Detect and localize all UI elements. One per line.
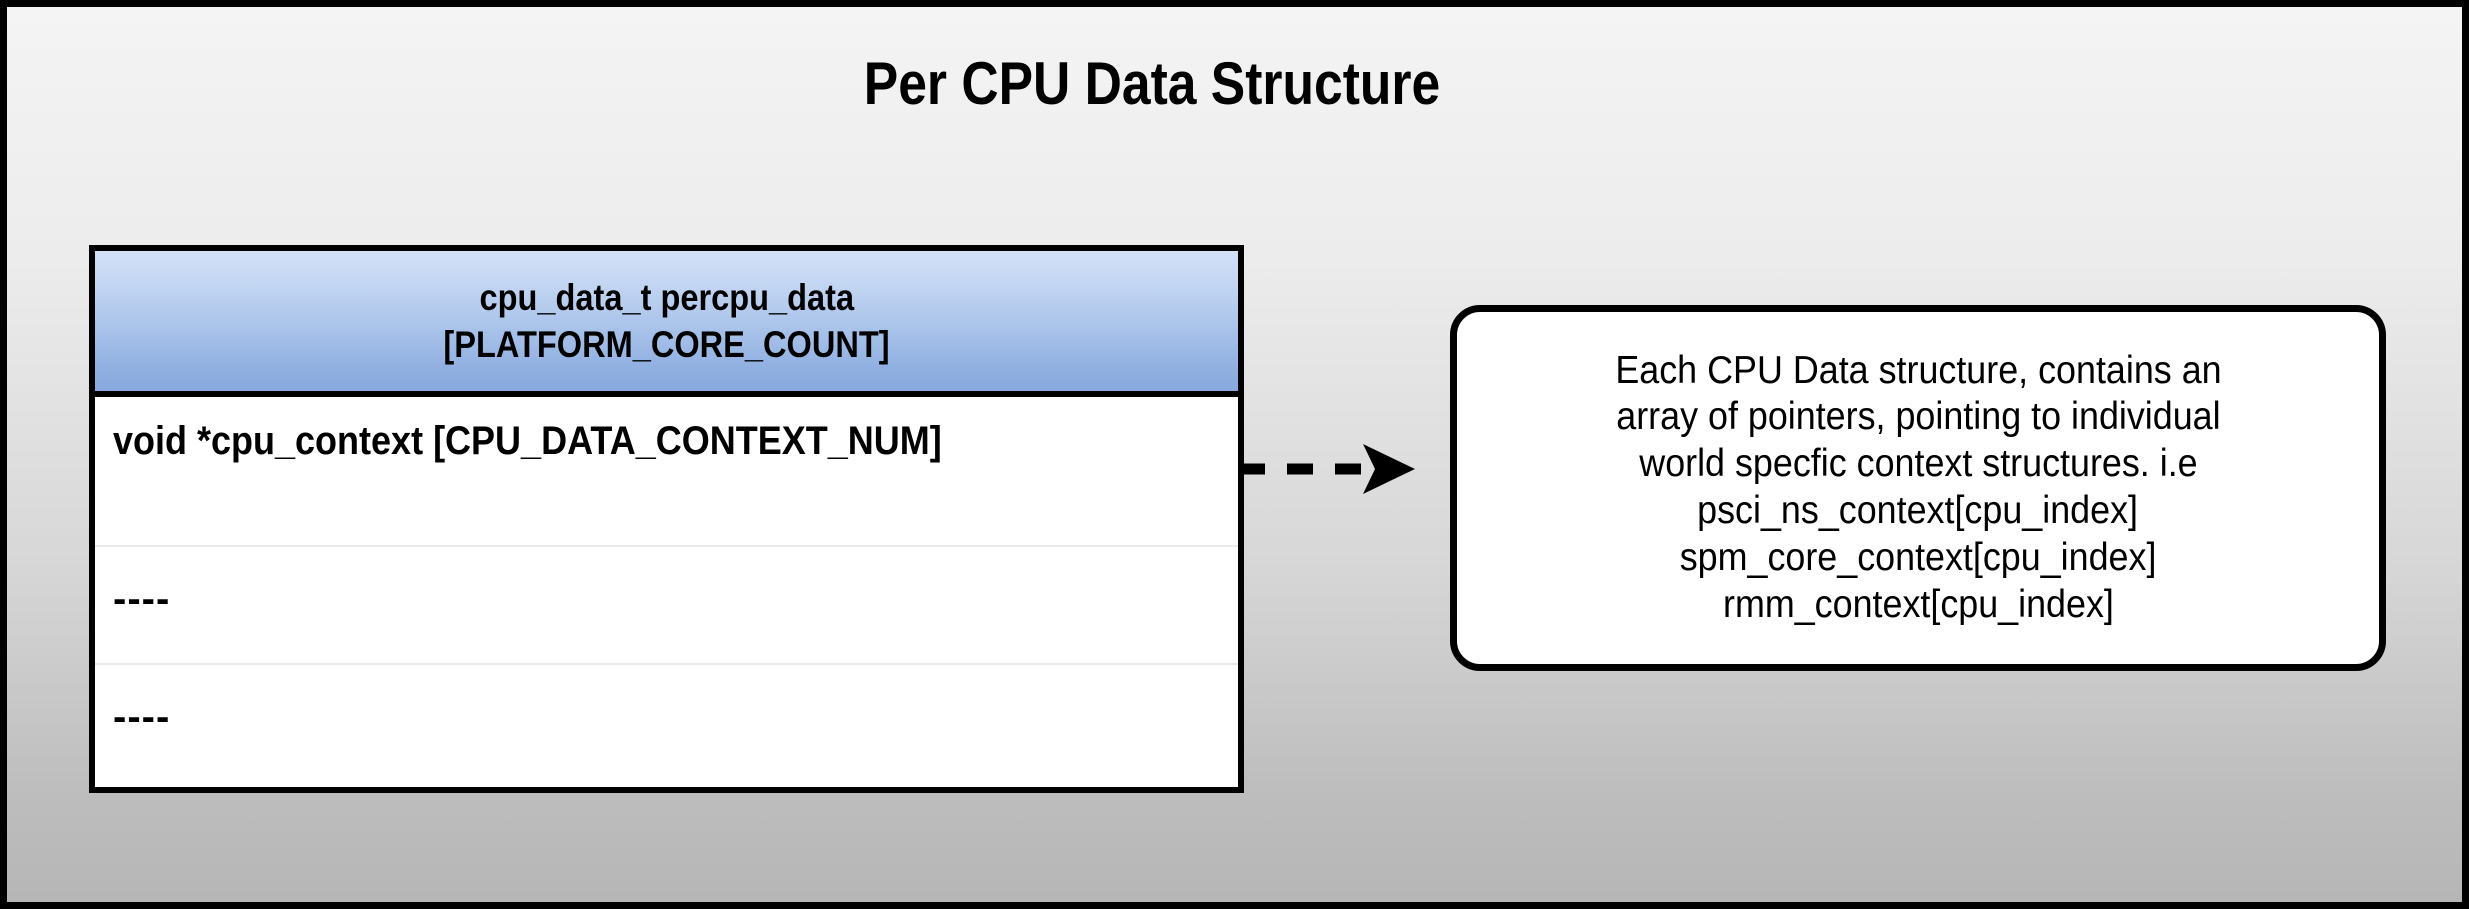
table-row: ---- (95, 665, 1238, 783)
dashed-arrow-icon (1239, 444, 1415, 494)
note-box: Each CPU Data structure, contains an arr… (1450, 305, 2386, 671)
struct-field-placeholder-2: ---- (113, 695, 171, 739)
struct-header-line-2: [PLATFORM_CORE_COUNT] (443, 324, 890, 365)
struct-field-cpu-context: void *cpu_context [CPU_DATA_CONTEXT_NUM] (113, 419, 942, 463)
note-line: Each CPU Data structure, contains an (1614, 348, 2222, 392)
struct-header-line-1: cpu_data_t percpu_data (479, 276, 854, 318)
table-row: ---- (95, 547, 1238, 665)
arrowhead-icon (1363, 444, 1415, 494)
note-line: rmm_context[cpu_index] (1722, 582, 2114, 626)
struct-table: cpu_data_t percpu_data [PLATFORM_CORE_CO… (89, 245, 1244, 793)
struct-field-placeholder-1: ---- (113, 577, 171, 621)
table-row: void *cpu_context [CPU_DATA_CONTEXT_NUM] (95, 397, 1238, 547)
note-line: spm_core_context[cpu_index] (1679, 535, 2157, 579)
note-line: psci_ns_context[cpu_index] (1697, 489, 2139, 532)
struct-table-header: cpu_data_t percpu_data [PLATFORM_CORE_CO… (95, 251, 1238, 397)
note-line: world specfic context structures. i.e (1638, 442, 2198, 486)
note-line: array of pointers, pointing to individua… (1615, 395, 2221, 439)
page-title: Per CPU Data Structure (863, 50, 1441, 117)
